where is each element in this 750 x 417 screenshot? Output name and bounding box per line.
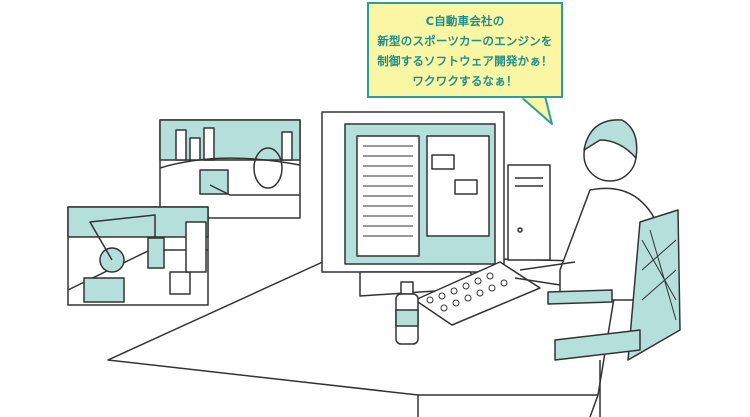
monitor	[321, 111, 505, 297]
keyboard	[414, 261, 541, 326]
speech-line: 新型のスポーツカーのエンジンを	[377, 34, 553, 48]
water-bottle	[395, 281, 419, 345]
office-chair	[547, 209, 681, 417]
pc-tower	[507, 164, 551, 261]
speech-line: ワクワクするなぁ！	[412, 74, 518, 88]
speech-bubble: C自動車会社の 新型のスポーツカーのエンジンを 制御するソフトウェア開発かぁ！ …	[367, 2, 563, 98]
speech-line: 制御するソフトウェア開発かぁ！	[377, 54, 553, 68]
car-dashboard-panel	[159, 119, 301, 219]
speech-line: C自動車会社の	[425, 14, 505, 28]
speech-bubble-tail	[519, 95, 553, 125]
factory-robot-panel	[67, 206, 209, 306]
